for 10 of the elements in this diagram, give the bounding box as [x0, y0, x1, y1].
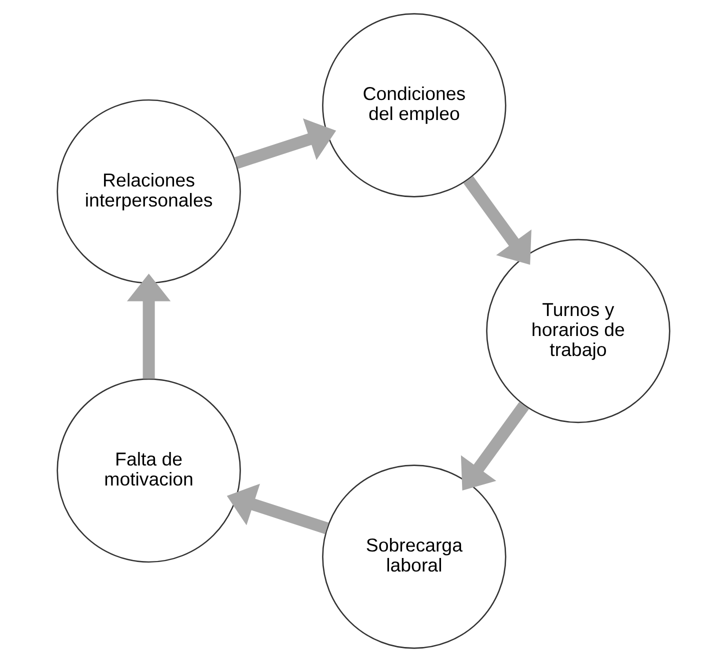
node-circle: Condiciones del empleo — [322, 13, 506, 198]
node-circle: Relaciones interpersonales — [56, 99, 241, 284]
arrow — [234, 118, 336, 169]
node-circle: Turnos y horarios de trabajo — [486, 238, 670, 424]
arrow — [463, 176, 532, 265]
arrow — [126, 274, 171, 379]
node-circle: Sobrecarga laboral — [322, 464, 506, 649]
arrow — [460, 402, 529, 491]
arrow — [226, 484, 329, 534]
node-circle: Falta de motivacion — [56, 378, 241, 563]
